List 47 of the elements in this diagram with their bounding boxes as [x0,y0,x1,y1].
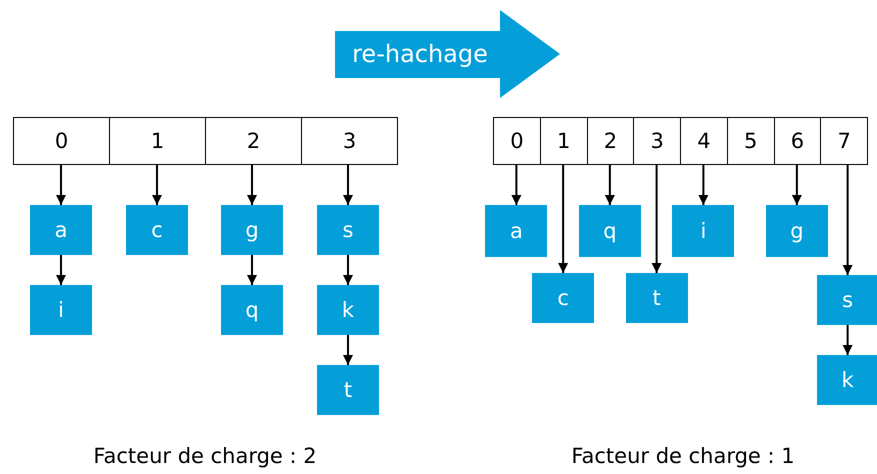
element-box: i [672,205,734,257]
block-arrow: re-hachage [335,10,560,98]
bucket-cell: 3 [633,117,681,165]
bucket-cell: 5 [726,117,774,165]
arrow [558,165,568,273]
bucket-cell: 4 [680,117,728,165]
element-box: k [816,355,877,405]
bucket-cell: 2 [205,117,302,165]
arrow [652,165,662,273]
arrow [56,255,66,285]
element-box: i [30,285,92,335]
element-box: t [317,365,379,415]
element-box: g [766,205,828,257]
bucket-cell: 2 [586,117,634,165]
element-box: a [485,205,548,257]
arrow [842,165,853,275]
arrow [698,165,708,205]
element-box: g [221,205,283,255]
arrow [604,165,615,205]
element-box: s [816,275,877,325]
arrow [792,165,802,205]
element-box: t [626,273,688,323]
load-factor-caption: Facteur de charge : 1 [571,444,795,468]
arrow [842,325,853,355]
element-box: s [317,205,379,255]
element-box: k [317,285,379,335]
arrow [343,335,353,365]
arrow [247,165,257,205]
load-factor-caption: Facteur de charge : 2 [93,444,317,468]
bucket-cell: 1 [109,117,206,165]
arrow [343,255,353,285]
bucket-cell: 6 [774,117,822,165]
element-box: a [30,205,92,255]
element-box: c [126,205,188,255]
bucket-cell: 0 [493,117,541,165]
bucket-cell: 0 [13,117,110,165]
arrow [247,255,257,285]
arrow [511,165,522,205]
element-box: q [221,285,283,335]
arrow [152,165,162,205]
bucket-cell: 3 [301,117,398,165]
element-box: q [578,205,641,257]
arrow [56,165,66,205]
bucket-cell: 1 [540,117,588,165]
arrow [343,165,353,205]
bucket-cell: 7 [820,117,868,165]
element-box: c [532,273,594,323]
